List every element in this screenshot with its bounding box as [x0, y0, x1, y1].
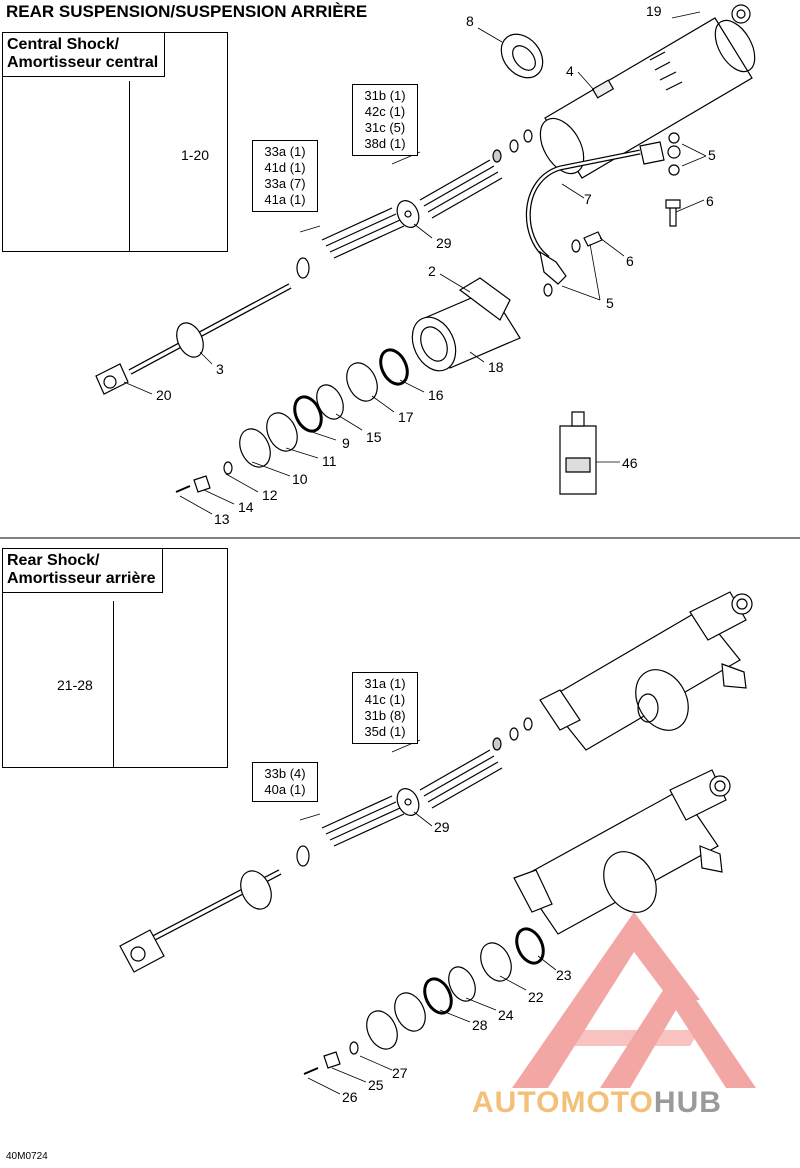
callout-15: 15 — [366, 429, 382, 445]
callout-28: 28 — [472, 1017, 488, 1033]
central-shock-heading: Central Shock/ Amortisseur central — [3, 33, 166, 77]
rear-shock-drawing — [119, 591, 753, 1075]
callout-27: 27 — [392, 1065, 408, 1081]
watermark-logo — [512, 912, 756, 1088]
callout-14: 14 — [238, 499, 254, 515]
rear-heading-line1: Rear Shock/ — [7, 552, 100, 569]
callout-7: 7 — [584, 191, 592, 207]
spec-line: 33a (7) — [264, 176, 306, 191]
watermark-part2: HUB — [653, 1086, 722, 1119]
central-heading-line1: Central Shock/ — [7, 36, 120, 53]
callout-8: 8 — [466, 13, 474, 29]
spring-upper — [419, 159, 503, 219]
callout-26: 26 — [342, 1089, 358, 1105]
central-shock-drawing — [95, 4, 756, 495]
callout-6: 6 — [626, 253, 634, 269]
rear-inset-divider — [113, 601, 114, 767]
watermark-text: AUTOMOTOHUB — [472, 1086, 722, 1120]
central-heading-line2: Amortisseur central — [7, 54, 159, 71]
spec-line: 31b (1) — [364, 88, 406, 103]
spec-line: 41c (1) — [364, 692, 406, 707]
rear-leaders — [299, 739, 557, 1095]
rear-ref-label: 21-28 — [57, 677, 93, 693]
spec-line: 40a (1) — [264, 782, 306, 797]
callout-13: 13 — [214, 511, 230, 527]
callout-16: 16 — [428, 387, 444, 403]
rear-shock-inset: Rear Shock/ Amortisseur arrière 21-28 — [2, 548, 228, 768]
callout-29: 29 — [434, 819, 450, 835]
callout-24: 24 — [498, 1007, 514, 1023]
document-id: 40M0724 — [6, 1151, 48, 1162]
central-shock-inset: Central Shock/ Amortisseur central 1-20 — [2, 32, 228, 252]
spec-line: 41d (1) — [264, 160, 306, 175]
callout-5: 5 — [606, 295, 614, 311]
spec-line: 42c (1) — [364, 104, 406, 119]
callout-4: 4 — [566, 63, 574, 79]
central-inset-divider — [129, 81, 130, 251]
callout-20: 20 — [156, 387, 172, 403]
callout-46: 46 — [622, 455, 638, 471]
page-title: REAR SUSPENSION/SUSPENSION ARRIÈRE — [6, 2, 368, 21]
spec-line: 33a (1) — [264, 144, 306, 159]
callout-6: 6 — [706, 193, 714, 209]
callout-10: 10 — [292, 471, 308, 487]
rear-heading-line2: Amortisseur arrière — [7, 570, 156, 587]
spec-line: 38d (1) — [364, 136, 406, 151]
callout-19: 19 — [646, 3, 662, 19]
callout-9: 9 — [342, 435, 350, 451]
callout-25: 25 — [368, 1077, 384, 1093]
callout-5: 5 — [708, 147, 716, 163]
spec-line: 31b (8) — [364, 708, 406, 723]
central-spec-box-a: 31b (1) 42c (1) 31c (5) 38d (1) — [352, 84, 418, 156]
rear-spec-box-a: 31a (1) 41c (1) 31b (8) 35d (1) — [352, 672, 418, 744]
callout-12: 12 — [262, 487, 278, 503]
spec-line: 35d (1) — [364, 724, 406, 739]
callout-11: 11 — [322, 453, 337, 469]
spec-line: 31a (1) — [364, 676, 406, 691]
watermark-part1: AUTOMOTO — [472, 1086, 654, 1119]
callout-29: 29 — [436, 235, 452, 251]
callout-2: 2 — [428, 263, 436, 279]
rear-shock-heading: Rear Shock/ Amortisseur arrière — [3, 549, 163, 593]
spec-line: 33b (4) — [264, 766, 306, 781]
callout-23: 23 — [556, 967, 572, 983]
callout-18: 18 — [488, 359, 504, 375]
callout-3: 3 — [216, 361, 224, 377]
central-ref-label: 1-20 — [181, 147, 210, 163]
spec-line: 41a (1) — [264, 192, 306, 207]
rear-spec-box-b: 33b (4) 40a (1) — [252, 762, 318, 802]
callout-17: 17 — [398, 409, 414, 425]
callout-22: 22 — [528, 989, 544, 1005]
central-spec-box-b: 33a (1) 41d (1) 33a (7) 41a (1) — [252, 140, 318, 212]
central-leaders — [123, 11, 707, 515]
spec-line: 31c (5) — [364, 120, 406, 135]
